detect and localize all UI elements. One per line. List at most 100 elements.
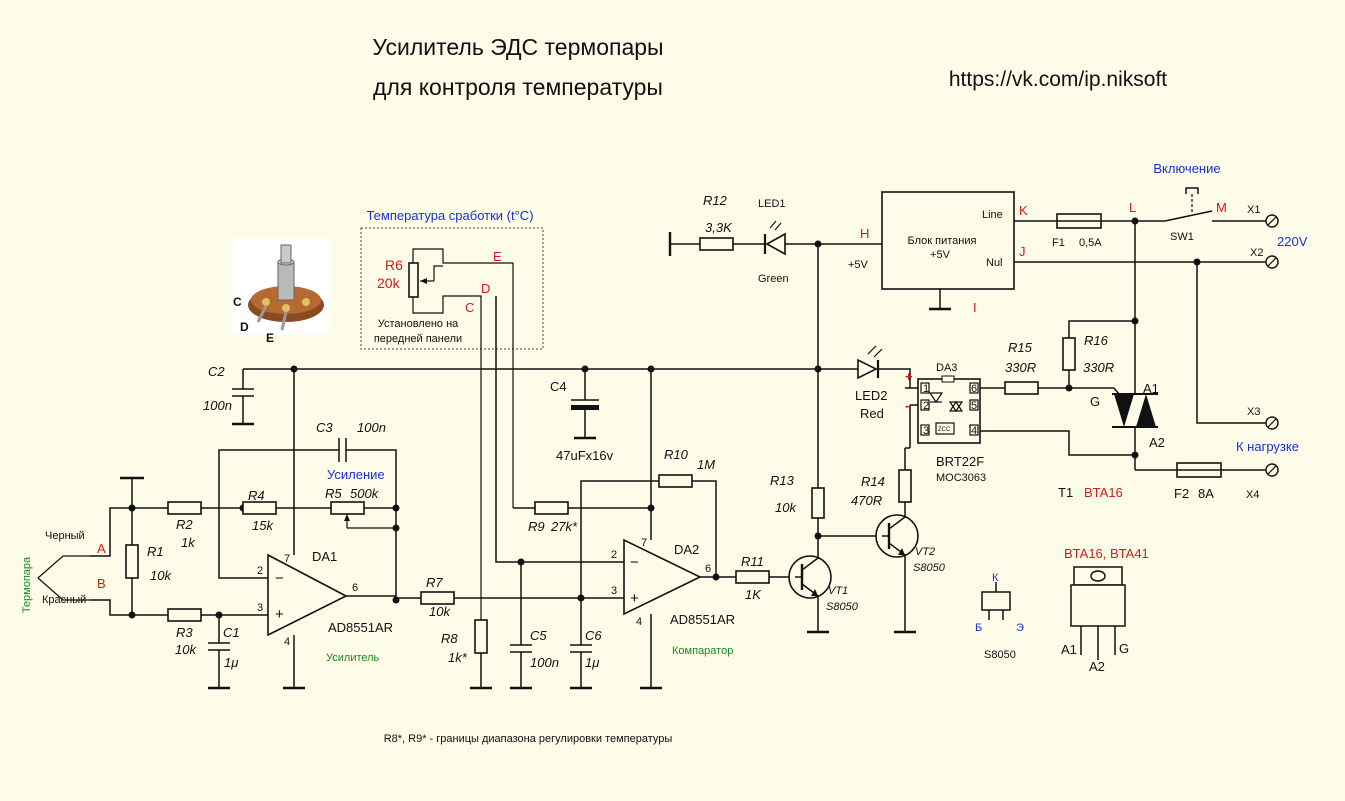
resistor-r12[interactable]: [699, 237, 734, 251]
resistor-r10[interactable]: [658, 474, 693, 488]
c4-name: C4: [550, 379, 567, 394]
triac-a2-label: A2: [1149, 435, 1165, 450]
f2-value: 8A: [1198, 486, 1214, 501]
resistor-r11[interactable]: [735, 570, 770, 584]
s8050-pinout: [981, 582, 1011, 620]
da2-role: Компаратор: [672, 645, 733, 657]
r13-value: 10k: [775, 500, 797, 515]
r5-name: R5: [325, 486, 342, 501]
r8-name: R8: [441, 631, 458, 646]
pt-i: I: [973, 300, 977, 315]
optocoupler-da3[interactable]: [917, 375, 981, 444]
s8050-name: S8050: [984, 649, 1016, 661]
source-url[interactable]: https://vk.com/ip.niksoft: [949, 68, 1167, 91]
psu-line: Line: [982, 209, 1003, 221]
da2-name: DA2: [674, 542, 699, 557]
x2-label: X2: [1250, 247, 1263, 259]
capacitor-c1[interactable]: [208, 615, 230, 690]
switch-sw1[interactable]: [1164, 187, 1266, 222]
r2-name: R2: [176, 517, 193, 532]
thermocouple-wire-red: [37, 577, 90, 601]
resistor-r13[interactable]: [811, 487, 825, 519]
r4-name: R4: [248, 488, 265, 503]
resistor-r4[interactable]: [242, 501, 277, 515]
r1-name: R1: [147, 544, 164, 559]
da2-pin3: 3: [611, 585, 617, 597]
c5-name: C5: [530, 628, 547, 643]
r1-value: 10k: [150, 568, 172, 583]
vt1-name: VT1: [828, 585, 848, 597]
opamp-da2[interactable]: [623, 538, 702, 616]
setpoint-title: Температура сработки (t°C): [366, 208, 533, 223]
resistor-r3[interactable]: [167, 608, 202, 622]
led1-name: LED1: [758, 198, 786, 210]
resistor-r6[interactable]: [408, 248, 514, 620]
r9-name: R9: [528, 519, 545, 534]
r12-name: R12: [703, 193, 728, 208]
led2[interactable]: [857, 345, 883, 380]
capacitor-c3[interactable]: [336, 438, 355, 462]
r4-value: 15k: [252, 518, 274, 533]
resistor-r15[interactable]: [1004, 381, 1039, 395]
capacitor-c4[interactable]: [571, 399, 599, 440]
resistor-r7[interactable]: [420, 591, 455, 605]
resistor-r2[interactable]: [167, 501, 202, 515]
mains-label: 220V: [1277, 234, 1308, 249]
r11-name: R11: [741, 554, 764, 569]
capacitor-c2[interactable]: [232, 380, 254, 426]
f2-name: F2: [1174, 486, 1189, 501]
resistor-r1[interactable]: [125, 544, 139, 579]
c3-name: C3: [316, 420, 333, 435]
da3-pin1: 1: [923, 383, 929, 395]
pt-m: M: [1216, 200, 1227, 215]
da2-pin2: 2: [611, 549, 617, 561]
x1-label: X1: [1247, 204, 1260, 216]
c6-name: C6: [585, 628, 602, 643]
da3-part2: MOC3063: [936, 472, 986, 484]
pt-h: H: [860, 226, 869, 241]
transistor-vt1[interactable]: [788, 555, 832, 599]
r12-value: 3,3K: [705, 220, 733, 235]
pt-e: E: [493, 249, 502, 264]
da1-role: Усилитель: [326, 652, 380, 664]
r7-value: 10k: [429, 604, 451, 619]
da3-part1: BRT22F: [936, 454, 984, 469]
capacitor-c6[interactable]: [570, 644, 592, 690]
da2-pin4: 4: [636, 616, 642, 628]
r9-value: 27k*: [550, 519, 578, 534]
vt2-name: VT2: [915, 546, 935, 558]
da1-pin6: 6: [352, 582, 358, 594]
da3-plus: +: [905, 369, 913, 384]
capacitor-c5[interactable]: [510, 644, 532, 690]
da2-minus: −: [630, 554, 639, 571]
r15-value: 330R: [1005, 360, 1036, 375]
resistor-r14[interactable]: [898, 469, 912, 503]
pt-d: D: [481, 281, 490, 296]
r3-name: R3: [176, 625, 193, 640]
c2-value: 100n: [203, 398, 232, 413]
da2-plus: +: [630, 590, 639, 607]
da3-pin4: 4: [971, 425, 977, 437]
resistor-r8[interactable]: [474, 619, 488, 654]
pt-b: B: [97, 576, 106, 591]
setpoint-note-1: Установлено на: [378, 318, 459, 330]
power-supply-block[interactable]: [881, 191, 1015, 290]
potentiometer-photo: [232, 238, 329, 334]
r14-value: 470R: [851, 493, 882, 508]
c4-value: 47uFx16v: [556, 448, 614, 463]
led1[interactable]: [763, 220, 786, 256]
c2-name: C2: [208, 364, 225, 379]
resistor-r9[interactable]: [534, 501, 569, 515]
f1-value: 0,5A: [1079, 237, 1102, 249]
da2-pin7: 7: [641, 537, 647, 549]
vt1-part: S8050: [826, 601, 859, 613]
potentiometer-r5[interactable]: [330, 501, 396, 529]
r15-name: R15: [1008, 340, 1033, 355]
title-line-1: Усилитель ЭДС термопары: [372, 34, 663, 60]
zcc-label: ZCC: [938, 427, 951, 433]
c3-value: 100n: [357, 420, 386, 435]
resistor-r16[interactable]: [1062, 337, 1076, 371]
transistor-vt2[interactable]: [875, 514, 919, 558]
opamp-da1[interactable]: [267, 553, 348, 637]
